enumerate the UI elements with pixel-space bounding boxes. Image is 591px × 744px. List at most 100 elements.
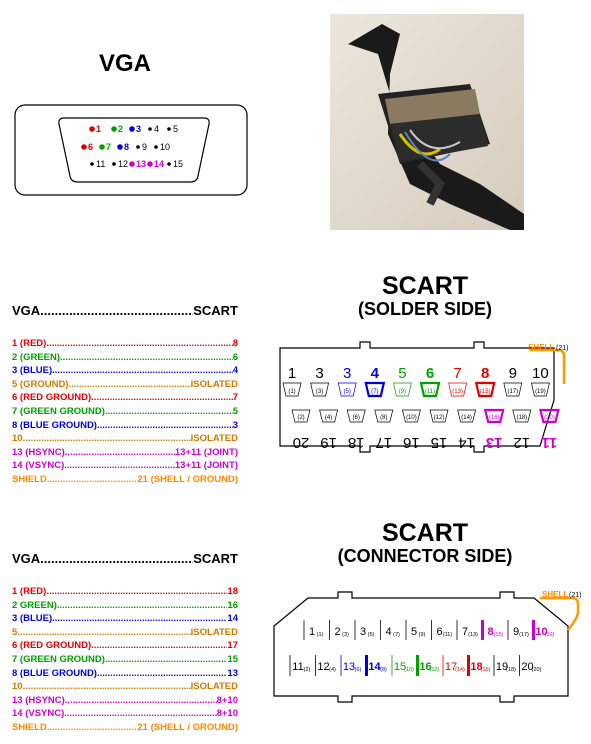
mapping-row-scart: ISOLATED — [190, 433, 238, 445]
mapping-row-leader: ........................................… — [91, 640, 228, 652]
mapping-row: SHIELD..................................… — [12, 472, 238, 485]
scart-solder-bottom-contact-4 — [401, 409, 421, 423]
mapping-row-leader: ........................................… — [104, 654, 228, 665]
scart-solder-title: SCART — [381, 272, 469, 300]
mapping-row: 7 (GREEN GROUND)........................… — [12, 404, 238, 417]
mapping-row-leader: ........................................… — [68, 378, 190, 390]
vga-pin-1-dot — [89, 126, 95, 132]
vga-pin-13-label: 13 — [136, 159, 146, 169]
scart-solder-shell-label: SHELL — [528, 343, 554, 352]
vga-pin-7-label: 7 — [106, 142, 111, 152]
mapping-row-leader: ........................................… — [17, 626, 190, 638]
mapping-row-leader: ........................................… — [96, 667, 227, 679]
scart-solder-bottom-contact-6 — [457, 409, 477, 423]
mapping-row: SHIELD..................................… — [12, 720, 238, 733]
mapping-row-leader: ........................................… — [60, 351, 233, 363]
scart-solder-top-sub-2: (5) — [344, 389, 351, 395]
mapping-row-scart: 16 — [227, 599, 238, 611]
scart-connector-subtitle: (CONNECTOR SIDE) — [337, 546, 513, 566]
mapping-row-scart: 17 — [227, 640, 238, 652]
mapping-row: 6 (RED GROUND)..........................… — [12, 638, 238, 651]
scart-solder-bottom-sub-8: (18) — [516, 415, 527, 421]
vga-pin-13-dot — [129, 161, 135, 167]
scart-connector-top-pin-6: 7 — [462, 626, 468, 638]
mapping-row-leader: ........................................… — [52, 365, 233, 377]
scart-solder-bottom-sub-2: (6) — [353, 415, 360, 421]
mapping-row-vga: 13 (HSYNC) — [12, 446, 65, 458]
scart-solder-bottom-contact-8 — [512, 409, 532, 423]
scart-connector-top-pin-9: 10 — [535, 626, 547, 638]
scart-connector-top-pin-7: 8 — [487, 626, 493, 638]
mapping-row: 2 GREEN)................................… — [12, 598, 238, 611]
scart-connector-shell-num: (21) — [569, 592, 581, 599]
mapping-row-vga: SHIELD — [12, 474, 47, 485]
mapping-row-scart: ISOLATED — [190, 626, 238, 638]
mapping-solder-header-right: SCART — [193, 303, 238, 318]
mapping-row-scart: 14 — [227, 613, 238, 625]
scart-connector-top-sub-5: (11) — [443, 632, 453, 638]
scart-solder-top-pin-6: 7 — [453, 365, 461, 382]
scart-connector-bottom-pin-0: 11 — [292, 661, 303, 673]
scart-solder-top-sub-3: (7) — [371, 389, 378, 395]
mapping-row-scart: 15 — [227, 654, 238, 665]
scart-solder-top-pin-5: 6 — [426, 365, 434, 382]
scart-solder-top-sub-4: (9) — [399, 389, 406, 395]
mapping-row: 13 (HSYNC)..............................… — [12, 445, 238, 458]
scart-connector-pins: 1(1)2(3)3(5)4(7)5(9)6(11)7(13)8(15)9(17)… — [289, 620, 555, 676]
scart-solder-bottom-contact-2 — [346, 409, 366, 423]
mapping-row-scart: 21 (SHELL / GROUND) — [137, 722, 238, 733]
mapping-row: 1 (RED).................................… — [12, 336, 238, 349]
vga-pin-5-label: 5 — [173, 124, 178, 134]
mapping-row-leader: ........................................… — [22, 681, 191, 693]
scart-solder-bottom-sub-0: (2) — [297, 415, 304, 421]
vga-pin-11-label: 11 — [96, 159, 105, 169]
scart-solder-top-contact-9 — [530, 382, 550, 397]
scart-solder-shell — [530, 348, 566, 384]
mapping-row-vga: SHIELD — [12, 722, 47, 733]
scart-connector-top-sub-2: (5) — [368, 632, 375, 638]
mapping-row: 8 (BLUE GROUND).........................… — [12, 666, 238, 679]
scart-solder-bottom-sub-7: (16) — [489, 415, 500, 421]
vga-pin-8-label: 8 — [124, 142, 129, 152]
scart-solder-bottom-pin-2: 18 — [348, 434, 365, 451]
scart-solder-top-contact-0 — [282, 382, 302, 397]
scart-solder-bottom-sub-9: (20) — [544, 415, 555, 421]
mapping-row-scart: 13+11 (JOINT) — [174, 446, 238, 458]
scart-solder-bottom-contact-0 — [291, 409, 311, 423]
connector-photo — [330, 14, 524, 230]
mapping-row-leader: ........................................… — [104, 406, 233, 417]
mapping-row-scart: 8+10 — [216, 708, 238, 720]
scart-connector-bottom-sub-5: (12) — [430, 667, 440, 673]
mapping-row-leader: ........................................… — [64, 694, 217, 706]
scart-solder-bottom-pin-5: 15 — [431, 434, 448, 451]
scart-solder-bottom-sub-5: (12) — [434, 415, 445, 421]
scart-connector-bottom-sub-9: (20) — [532, 667, 542, 673]
scart-solder-top-sub-5: (11) — [425, 389, 435, 395]
mapping-row-scart: 8+10 — [216, 694, 238, 706]
scart-solder-top-pin-2: 3 — [343, 365, 351, 382]
mapping-row-leader: ........................................… — [96, 419, 233, 431]
scart-connector-top-sub-6: (13) — [468, 632, 478, 638]
scart-connector-top-pin-0: 1 — [309, 626, 315, 638]
scart-solder-top-pin-9: 10 — [532, 365, 549, 382]
scart-solder-top-contact-5 — [419, 381, 441, 398]
vga-pin-12-dot — [112, 162, 116, 166]
vga-pin-15-label: 15 — [173, 159, 183, 169]
scart-solder-bottom-pin-4: 16 — [403, 434, 420, 451]
scart-connector-bottom-pin-3: 14 — [368, 661, 381, 673]
mapping-row-vga: 1 (RED) — [12, 338, 47, 349]
scart-solder-bottom-contact-5 — [429, 409, 449, 423]
scart-connector-top-sub-1: (3) — [342, 632, 349, 638]
scart-connector-bottom-pin-6: 17 — [445, 661, 457, 673]
scart-solder-top-sub-7: (15) — [480, 389, 491, 395]
scart-solder-top-pin-8: 9 — [509, 365, 517, 382]
mapping-row: 3 (BLUE)................................… — [12, 611, 238, 624]
mapping-row-leader: ........................................… — [64, 446, 175, 458]
vga-pin-4-label: 4 — [154, 124, 159, 134]
mapping-row-scart: 13 — [227, 667, 238, 679]
mapping-row-vga: 5 (GROUND) — [12, 378, 69, 390]
scart-connector-bottom-pin-9: 20 — [521, 661, 533, 673]
scart-connector-top-pin-1: 2 — [334, 626, 340, 638]
vga-pin-7-dot — [99, 144, 105, 150]
